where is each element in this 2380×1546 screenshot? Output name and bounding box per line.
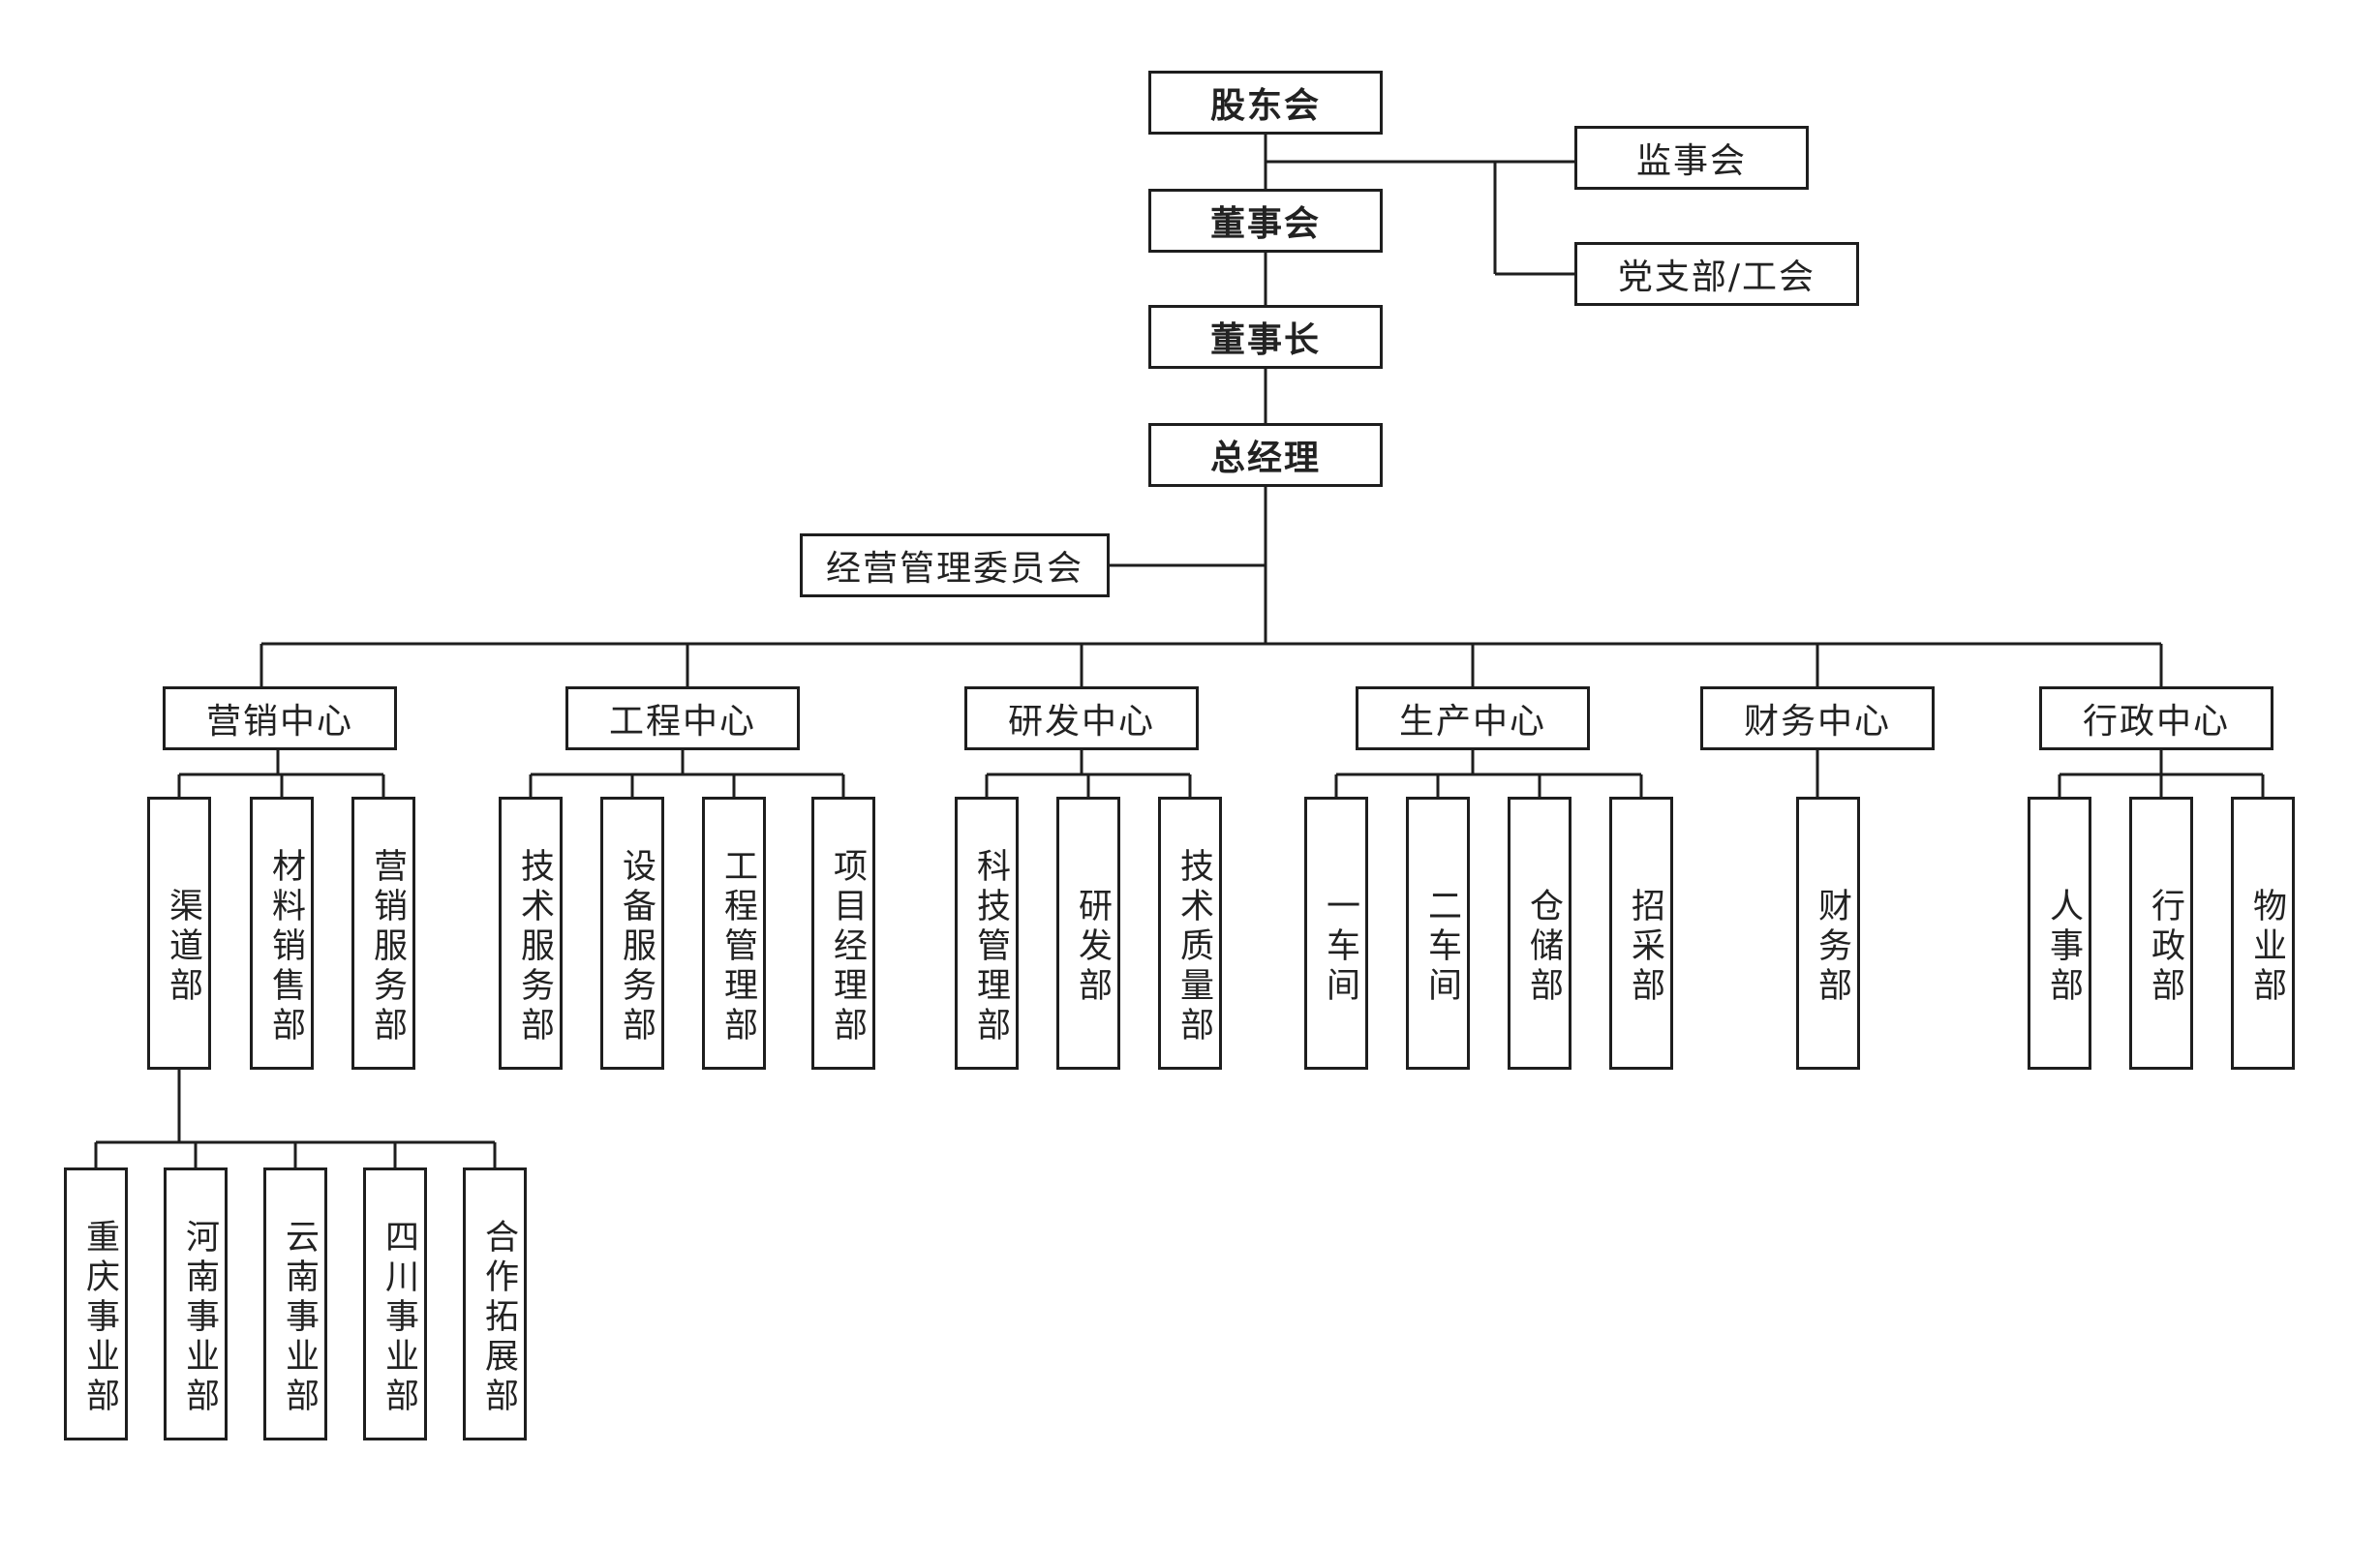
dept-rnd: 研发部 [1056,797,1120,1070]
center-engineering: 工程中心 [565,686,800,750]
dept-channel: 渠道部 [147,797,211,1070]
supervisors-box: 监事会 [1574,126,1809,190]
dept-sci-tech-mgmt: 科技管理部 [955,797,1019,1070]
subunit-henan: 河南事业部 [164,1167,228,1440]
subunit-chongqing: 重庆事业部 [64,1167,128,1440]
dept-hr: 人事部 [2028,797,2091,1070]
dept-finance: 财务部 [1796,797,1860,1070]
party-union-box: 党支部/工会 [1574,242,1859,306]
dept-project-manager: 项目经理部 [811,797,875,1070]
dept-workshop-2: 二车间 [1406,797,1470,1070]
subunit-yunnan: 云南事业部 [263,1167,327,1440]
subunit-sichuan: 四川事业部 [363,1167,427,1440]
dept-tech-quality: 技术质量部 [1158,797,1222,1070]
board-box: 董事会 [1148,189,1383,253]
dept-workshop-1: 一车间 [1304,797,1368,1070]
dept-warehouse: 仓储部 [1508,797,1571,1070]
shareholders-box: 股东会 [1148,71,1383,135]
center-marketing: 营销中心 [163,686,397,750]
dept-property: 物业部 [2231,797,2295,1070]
dept-marketing-service: 营销服务部 [351,797,415,1070]
center-admin: 行政中心 [2039,686,2273,750]
dept-administration: 行政部 [2129,797,2193,1070]
dept-material-sales: 材料销售部 [250,797,314,1070]
dept-equipment-service: 设备服务部 [600,797,664,1070]
chairman-box: 董事长 [1148,305,1383,369]
subunit-cooperation: 合作拓展部 [463,1167,527,1440]
dept-procurement: 招采部 [1609,797,1673,1070]
management-committee-box: 经营管理委员会 [800,533,1110,597]
center-production: 生产中心 [1356,686,1590,750]
dept-engineering-mgmt: 工程管理部 [702,797,766,1070]
general-manager-box: 总经理 [1148,423,1383,487]
center-rnd: 研发中心 [964,686,1199,750]
center-finance: 财务中心 [1700,686,1935,750]
dept-tech-service: 技术服务部 [499,797,563,1070]
